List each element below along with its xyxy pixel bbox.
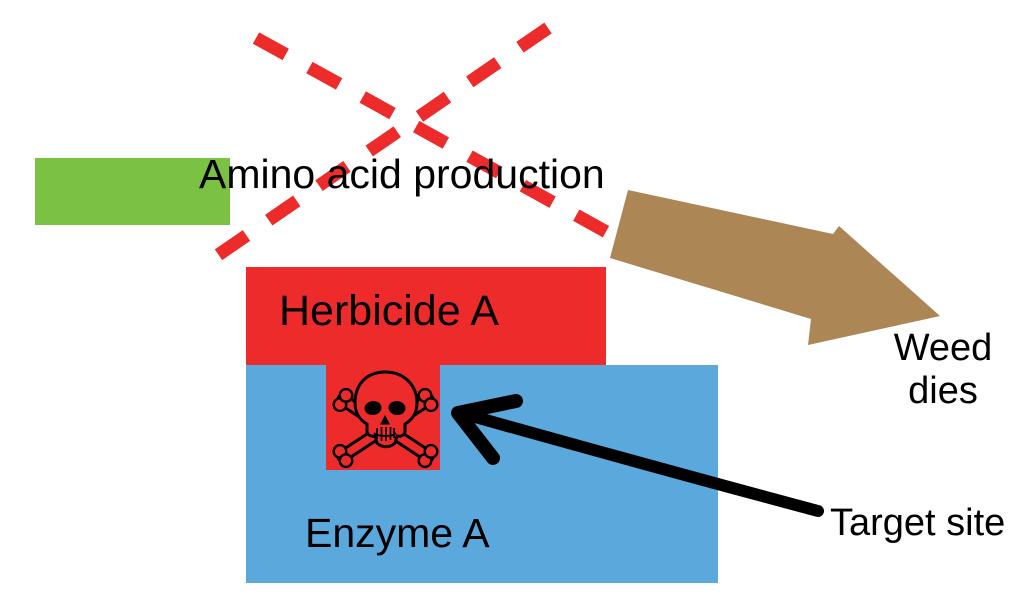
target-site-label: Target site <box>830 502 1006 544</box>
skull-eye-right <box>388 400 406 416</box>
amino-acid-block <box>35 158 230 225</box>
skull-nose <box>380 415 390 425</box>
herbicide-block <box>246 267 606 470</box>
weed-dies-label: Weed dies <box>863 327 1023 412</box>
target-site-arrow <box>451 394 824 517</box>
amino-acid-production-label: Amino acid production <box>199 151 605 197</box>
weed-dies-arrow <box>610 190 940 345</box>
enzyme-block <box>246 365 718 583</box>
skull-head <box>353 370 419 449</box>
weed-dies-line2: dies <box>908 369 978 412</box>
weed-dies-line1: Weed <box>893 327 993 369</box>
bone-end-knobs <box>332 387 439 469</box>
target-arrow-head <box>451 394 523 465</box>
target-arrow-shaft <box>462 409 824 517</box>
dashed-cross-line-1 <box>252 32 616 241</box>
skull-eye-left <box>364 400 382 416</box>
skull-and-crossbones-icon <box>332 370 439 469</box>
enzyme-a-label: Enzyme A <box>305 510 490 556</box>
skull-teeth <box>373 427 397 441</box>
dashed-cross-line-2 <box>204 22 552 268</box>
blocked-cross-dashed-x <box>204 22 616 268</box>
herbicide-a-label: Herbicide A <box>279 287 499 335</box>
